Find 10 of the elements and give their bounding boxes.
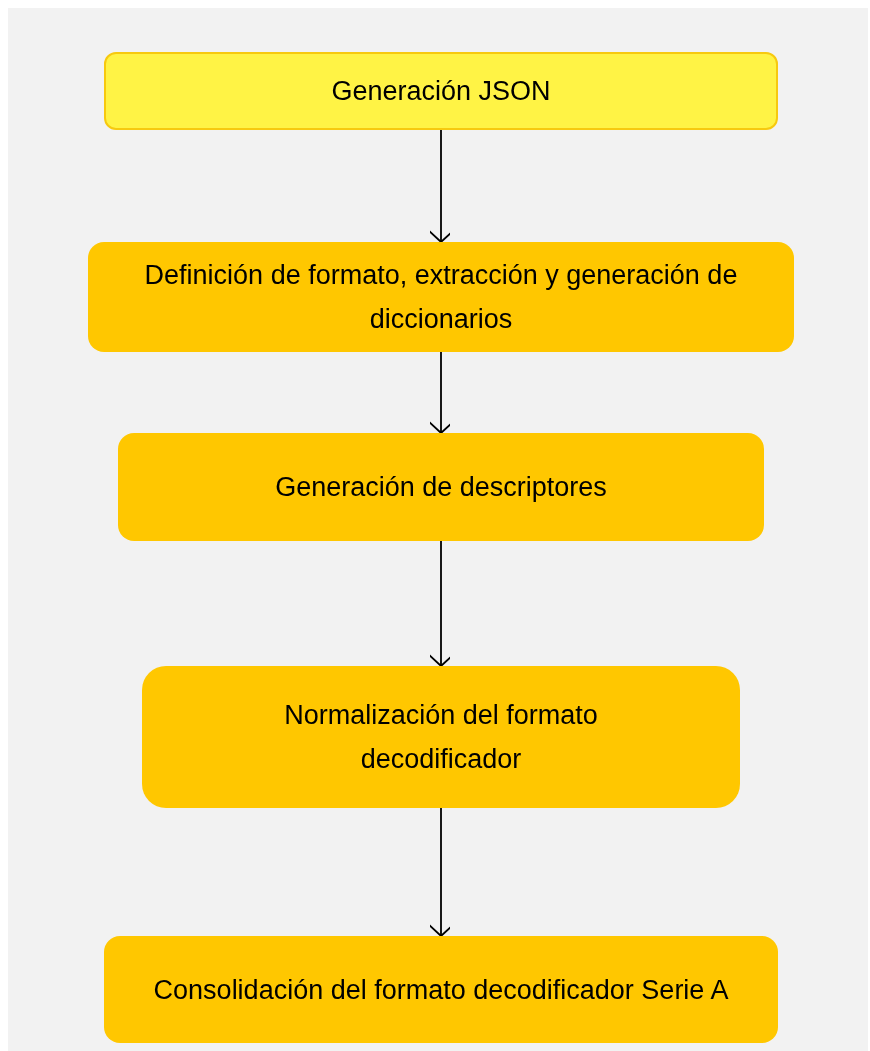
process-box [88,242,794,352]
process-box [104,52,778,130]
box-label: Generación JSON [331,75,551,108]
process-box [118,433,764,541]
box-label: Definición de formato, extracción y generación de diccionarios [143,259,739,336]
process-box [104,936,778,1043]
process-box [142,666,740,808]
box-label: Normalización del formato decodificador [283,699,599,776]
box-label: Consolidación del formato decodificador Serie A [153,973,729,1007]
box-label: Generación de descriptores [275,471,607,504]
